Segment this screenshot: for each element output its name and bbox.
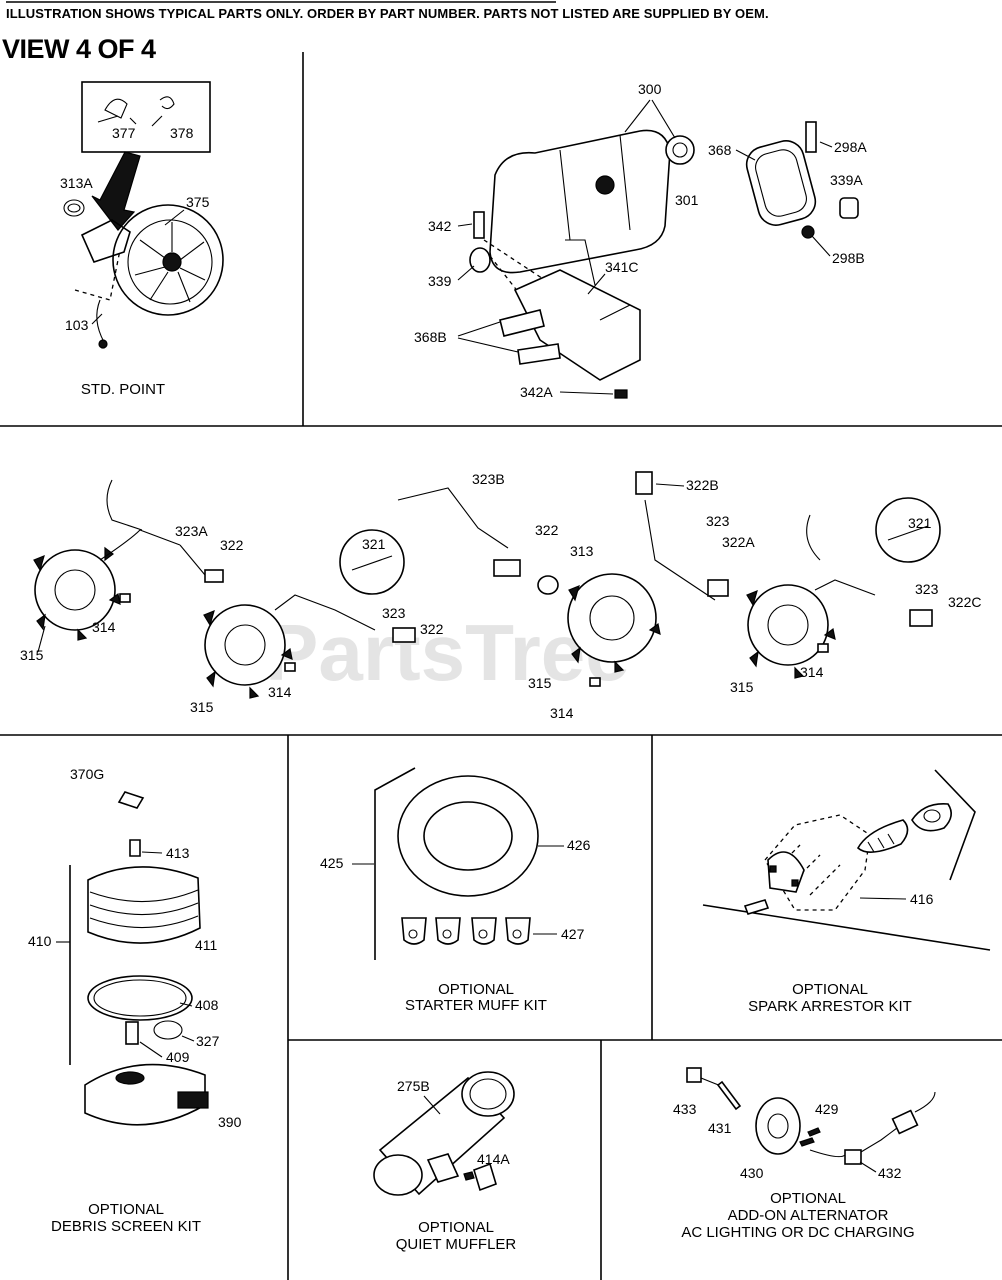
label-314-b: 314 bbox=[268, 684, 292, 700]
label-390: 390 bbox=[218, 1114, 242, 1130]
label-368: 368 bbox=[708, 142, 732, 158]
label-323-a: 323 bbox=[382, 605, 406, 621]
label-430: 430 bbox=[740, 1165, 764, 1181]
label-103: 103 bbox=[65, 317, 89, 333]
caption-std-point: STD. POINT bbox=[81, 381, 165, 398]
label-411: 411 bbox=[195, 937, 218, 953]
label-410: 410 bbox=[28, 933, 52, 949]
caption-muffler-2: QUIET MUFFLER bbox=[396, 1236, 517, 1253]
label-377: 377 bbox=[112, 125, 136, 141]
label-315-c: 315 bbox=[528, 675, 552, 691]
label-341C: 341C bbox=[605, 259, 638, 275]
label-314-d: 314 bbox=[800, 664, 824, 680]
label-339A: 339A bbox=[830, 172, 863, 188]
label-298A: 298A bbox=[834, 139, 867, 155]
label-375: 375 bbox=[186, 194, 210, 210]
caption-muff-2: STARTER MUFF KIT bbox=[405, 997, 547, 1014]
label-416: 416 bbox=[910, 891, 934, 907]
label-414A: 414A bbox=[477, 1151, 510, 1167]
caption-muffler-1: OPTIONAL bbox=[418, 1219, 494, 1236]
label-313: 313 bbox=[570, 543, 594, 559]
label-314-a: 314 bbox=[92, 619, 116, 635]
caption-alt-3: AC LIGHTING OR DC CHARGING bbox=[681, 1224, 914, 1241]
label-322-b: 322 bbox=[420, 621, 444, 637]
label-322-c: 322 bbox=[535, 522, 559, 538]
label-409: 409 bbox=[166, 1049, 190, 1065]
label-378: 378 bbox=[170, 125, 194, 141]
label-327: 327 bbox=[196, 1033, 220, 1049]
label-298B: 298B bbox=[832, 250, 865, 266]
label-301: 301 bbox=[675, 192, 699, 208]
caption-alt-1: OPTIONAL bbox=[770, 1190, 846, 1207]
label-313A: 313A bbox=[60, 175, 93, 191]
label-339: 339 bbox=[428, 273, 452, 289]
label-342A: 342A bbox=[520, 384, 553, 400]
label-321-a: 321 bbox=[362, 536, 386, 552]
label-300: 300 bbox=[638, 81, 662, 97]
label-315-d: 315 bbox=[730, 679, 754, 695]
label-408: 408 bbox=[195, 997, 219, 1013]
label-323B: 323B bbox=[472, 471, 505, 487]
caption-alt-2: ADD-ON ALTERNATOR bbox=[728, 1207, 889, 1224]
caption-spark-1: OPTIONAL bbox=[792, 981, 868, 998]
debris-screen-illustration bbox=[69, 791, 209, 1126]
label-370G: 370G bbox=[70, 766, 104, 782]
label-323-b: 323 bbox=[706, 513, 730, 529]
label-433: 433 bbox=[673, 1101, 697, 1117]
starter-muff-illustration bbox=[374, 767, 539, 960]
label-323-c: 323 bbox=[915, 581, 939, 597]
label-323A: 323A bbox=[175, 523, 208, 539]
spark-arrestor-illustration bbox=[702, 769, 991, 951]
label-315-b: 315 bbox=[190, 699, 214, 715]
label-429: 429 bbox=[815, 1101, 839, 1117]
label-427: 427 bbox=[561, 926, 585, 942]
quiet-muffler-illustration bbox=[373, 1071, 515, 1196]
label-432: 432 bbox=[878, 1165, 902, 1181]
label-314-c: 314 bbox=[550, 705, 574, 721]
label-342: 342 bbox=[428, 218, 452, 234]
caption-debris-2: DEBRIS SCREEN KIT bbox=[51, 1218, 201, 1235]
fuel-tank-illustration bbox=[469, 121, 859, 399]
label-425: 425 bbox=[320, 855, 344, 871]
caption-muff-1: OPTIONAL bbox=[438, 981, 514, 998]
label-322B: 322B bbox=[686, 477, 719, 493]
label-321-b: 321 bbox=[908, 515, 932, 531]
std-point-illustration bbox=[63, 81, 224, 349]
view-title: VIEW 4 OF 4 bbox=[2, 34, 156, 64]
caption-spark-2: SPARK ARRESTOR KIT bbox=[748, 998, 912, 1015]
label-322A: 322A bbox=[722, 534, 755, 550]
label-315-a: 315 bbox=[20, 647, 44, 663]
alternator-illustration bbox=[686, 1067, 936, 1165]
label-322C: 322C bbox=[948, 594, 981, 610]
parts-notice: ILLUSTRATION SHOWS TYPICAL PARTS ONLY. O… bbox=[6, 6, 769, 21]
label-431: 431 bbox=[708, 1120, 732, 1136]
caption-debris-1: OPTIONAL bbox=[88, 1201, 164, 1218]
label-413: 413 bbox=[166, 845, 190, 861]
label-275B: 275B bbox=[397, 1078, 430, 1094]
label-368B: 368B bbox=[414, 329, 447, 345]
label-322-a: 322 bbox=[220, 537, 244, 553]
label-426: 426 bbox=[567, 837, 591, 853]
stator-row-illustration bbox=[33, 471, 941, 699]
